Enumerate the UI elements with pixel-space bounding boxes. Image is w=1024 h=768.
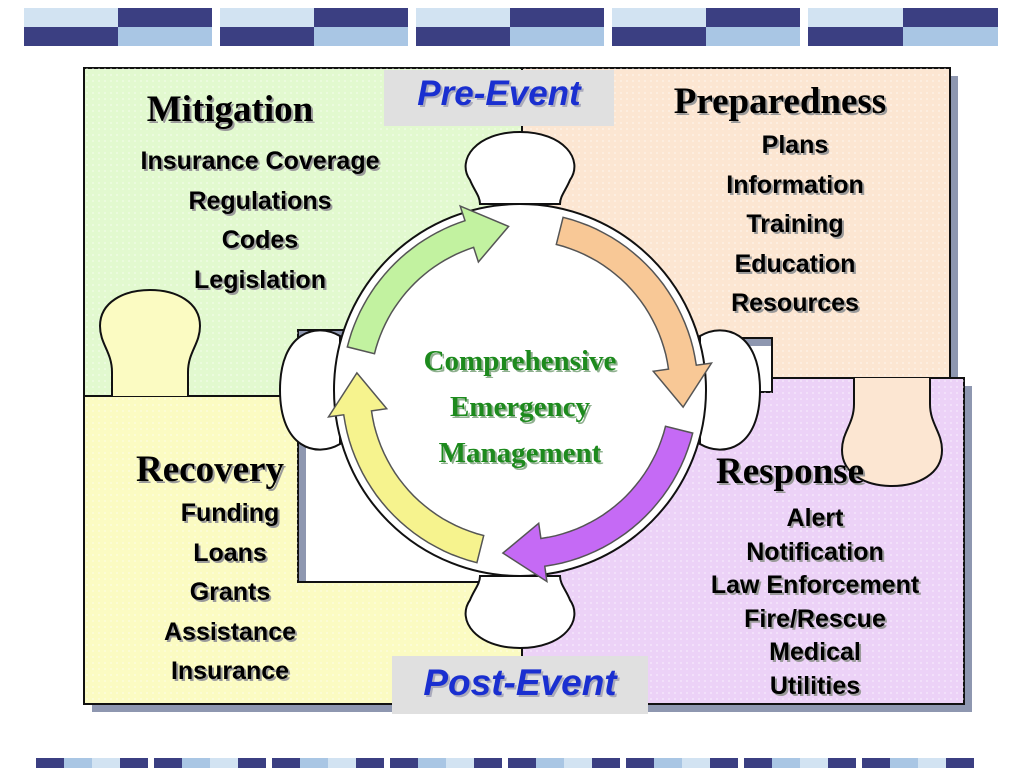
- decoration-bar-segment: [654, 758, 682, 768]
- decoration-bar-segment: [536, 758, 564, 768]
- preparedness-item: Resources: [731, 289, 859, 317]
- arrow-recovery-to-mitigation: [326, 371, 485, 564]
- arrow-response-to-recovery: [501, 425, 694, 584]
- response-item: Law Enforcement: [710, 571, 920, 599]
- preparedness-title: Preparedness: [673, 81, 887, 122]
- decoration-bar-segment: [808, 8, 998, 46]
- decoration-bar-segment: [24, 8, 212, 46]
- decoration-bar-segment: [418, 758, 446, 768]
- center-title-line: Management: [438, 437, 602, 469]
- decoration-bar-segment: [238, 758, 266, 768]
- pre-event-box: [384, 70, 614, 126]
- pre-event-label: Pre-Event: [417, 74, 581, 113]
- decoration-bar-segment: [210, 758, 238, 768]
- response-item: Medical: [769, 638, 861, 666]
- decoration-bar-segment: [862, 758, 890, 768]
- decoration-bar-segment: [446, 758, 474, 768]
- mitigation-item: Insurance Coverage: [140, 147, 380, 175]
- decoration-bar-segment: [612, 8, 800, 46]
- decoration-bar-segment: [92, 758, 120, 768]
- decoration-bar-segment: [918, 758, 946, 768]
- decoration-bar-segment: [64, 758, 92, 768]
- post-event-label: Post-Event: [423, 662, 617, 703]
- decoration-bar-segment: [300, 758, 328, 768]
- mitigation-item: Legislation: [194, 265, 326, 294]
- decoration-bar-segment: [946, 758, 974, 768]
- recovery-title: Recovery: [136, 449, 284, 490]
- mitigation-title: Mitigation: [146, 89, 314, 130]
- recovery-item: Grants: [189, 578, 271, 606]
- decoration-bar-segment: [800, 758, 828, 768]
- recovery-item: Funding: [180, 499, 280, 527]
- decoration-bar-segment: [390, 758, 418, 768]
- decoration-bar-segment: [356, 758, 384, 768]
- decoration-bar-segment: [508, 758, 536, 768]
- preparedness-item: Training: [746, 210, 844, 238]
- recovery-item: Assistance: [163, 617, 297, 646]
- decoration-bar-segment: [120, 758, 148, 768]
- center-title-line: Comprehensive: [423, 345, 617, 377]
- decoration-bar-segment: [682, 758, 710, 768]
- decoration-bar-segment: [272, 758, 300, 768]
- decoration-bar-segment: [474, 758, 502, 768]
- preparedness-item: Education: [734, 249, 856, 278]
- cycle-arrows: [326, 204, 714, 584]
- center-title-line: Emergency: [449, 391, 591, 423]
- decoration-bar-segment: [828, 758, 856, 768]
- decoration-bar-segment: [626, 758, 654, 768]
- decoration-bar-segment: [182, 758, 210, 768]
- preparedness-item: Plans: [761, 131, 829, 159]
- arrow-mitigation-to-preparedness: [346, 204, 510, 355]
- mitigation-item: Regulations: [188, 186, 332, 215]
- mitigation-item: Codes: [221, 226, 299, 254]
- response-item: Notification: [746, 537, 884, 566]
- decoration-bar-segment: [328, 758, 356, 768]
- decoration-bar-segment: [416, 8, 604, 46]
- decoration-bar-segment: [154, 758, 182, 768]
- decoration-bar-segment: [772, 758, 800, 768]
- center-puzzle-piece: [278, 130, 762, 650]
- response-item: Utilities: [769, 671, 861, 700]
- arrow-preparedness-to-response: [555, 216, 714, 409]
- decoration-bar-segment: [220, 8, 408, 46]
- response-item: Fire/Rescue: [744, 604, 886, 633]
- decoration-bar-segment: [36, 758, 64, 768]
- decoration-bar-segment: [890, 758, 918, 768]
- recovery-knob: [98, 288, 202, 396]
- recovery-item: Insurance: [170, 657, 290, 685]
- preparedness-item: Information: [726, 170, 864, 199]
- decoration-bar-segment: [564, 758, 592, 768]
- recovery-item: Loans: [193, 538, 267, 567]
- decoration-bar-segment: [592, 758, 620, 768]
- response-item: Alert: [786, 504, 844, 532]
- post-event-box: [392, 656, 648, 714]
- decoration-bar-segment: [710, 758, 738, 768]
- response-title: Response: [715, 451, 865, 492]
- decoration-bar-segment: [744, 758, 772, 768]
- response-knob: [840, 378, 944, 488]
